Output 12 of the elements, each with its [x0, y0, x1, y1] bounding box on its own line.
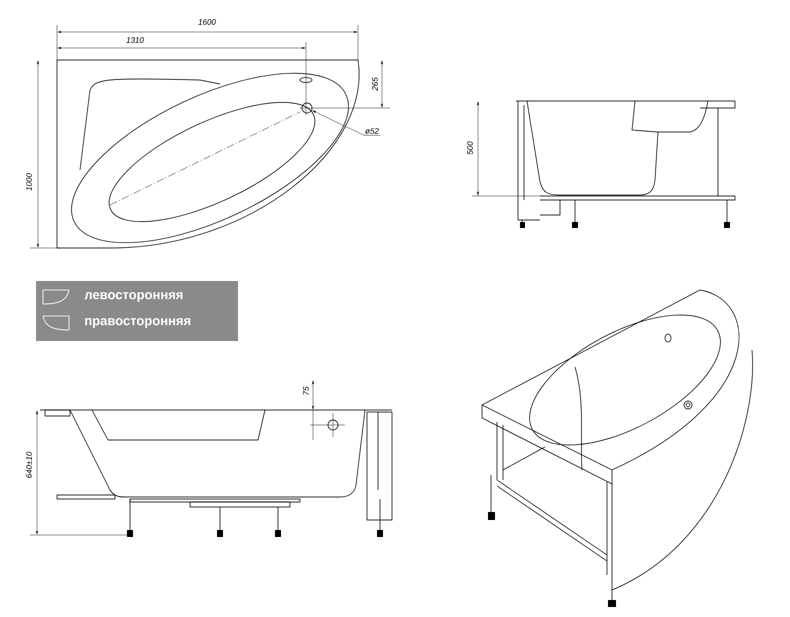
- dimension-label: 1600: [198, 19, 216, 25]
- legend-text: левосторонняя: [84, 292, 182, 302]
- dimension-label: 265: [372, 77, 378, 91]
- dimension-label: 1000: [26, 173, 32, 191]
- dimension-label: 1310: [126, 37, 144, 43]
- leader-line: [312, 110, 380, 136]
- dimension-label: 75: [303, 386, 309, 395]
- dimension-label: ø52: [365, 128, 379, 134]
- dimension-label: 640±10: [26, 452, 32, 478]
- legend-text: правосторонняя: [85, 318, 190, 328]
- drain-hole: [302, 102, 312, 114]
- dimension-label: 500: [467, 141, 473, 154]
